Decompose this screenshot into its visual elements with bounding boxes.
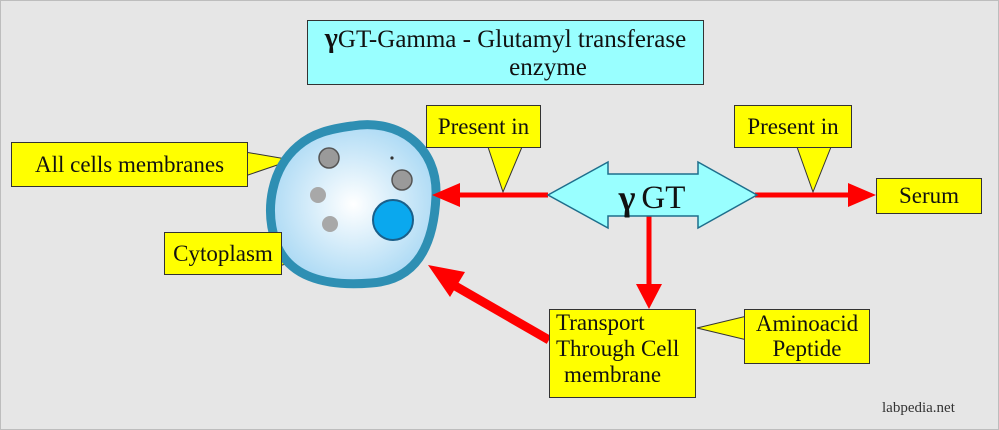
nucleus — [372, 199, 414, 241]
watermark: labpedia.net — [882, 400, 955, 416]
arrow-to-serum-head — [848, 183, 876, 207]
ggt-gamma-symbol: γ — [618, 178, 636, 218]
ggt-double-arrow — [546, 160, 759, 230]
callout-pointer-present-right — [796, 146, 832, 194]
callout-present-in-left: Present in — [426, 105, 541, 148]
amino-line-1: Aminoacid — [755, 311, 859, 337]
callout-cytoplasm: Cytoplasm — [164, 232, 282, 275]
arrow-transport-to-cell-shaft — [447, 279, 552, 344]
arrow-transport-to-cell-head — [428, 265, 465, 297]
title-line-2: enzyme — [509, 54, 587, 82]
organelle-low — [322, 216, 338, 232]
amino-line-2: Peptide — [772, 335, 842, 361]
arrow-to-cell-head — [432, 183, 460, 207]
callout-pointer-amino — [696, 315, 748, 341]
title-box: γGT-Gamma - Glutamyl transferase enzyme — [307, 20, 704, 85]
callout-pointer-present-left — [487, 146, 523, 194]
organelle-mid — [310, 187, 326, 203]
aminoacid-peptide-box: Aminoacid Peptide — [744, 309, 870, 364]
transport-line-2: Through Cell — [556, 335, 680, 361]
ggt-text: GT — [641, 179, 686, 216]
callout-present-in-right: Present in — [734, 105, 852, 148]
cell-membrane — [266, 120, 441, 289]
transport-line-1: Transport — [556, 310, 645, 335]
organelle-dot — [390, 156, 394, 160]
transport-line-3: membrane — [564, 361, 662, 387]
organelle-right — [391, 169, 413, 191]
title-text-1: GT-Gamma - Glutamyl transferase — [337, 25, 687, 53]
transport-box: Transport Through Cell membrane — [549, 309, 696, 398]
title-line-1: γGT-Gamma - Glutamyl transferase — [325, 23, 686, 54]
callout-all-cells-membranes: All cells membranes — [11, 142, 248, 187]
organelle-top-left — [318, 147, 340, 169]
title-gamma-symbol: γ — [324, 22, 338, 54]
serum-box: Serum — [876, 178, 982, 214]
arrow-to-transport-head — [636, 284, 662, 309]
